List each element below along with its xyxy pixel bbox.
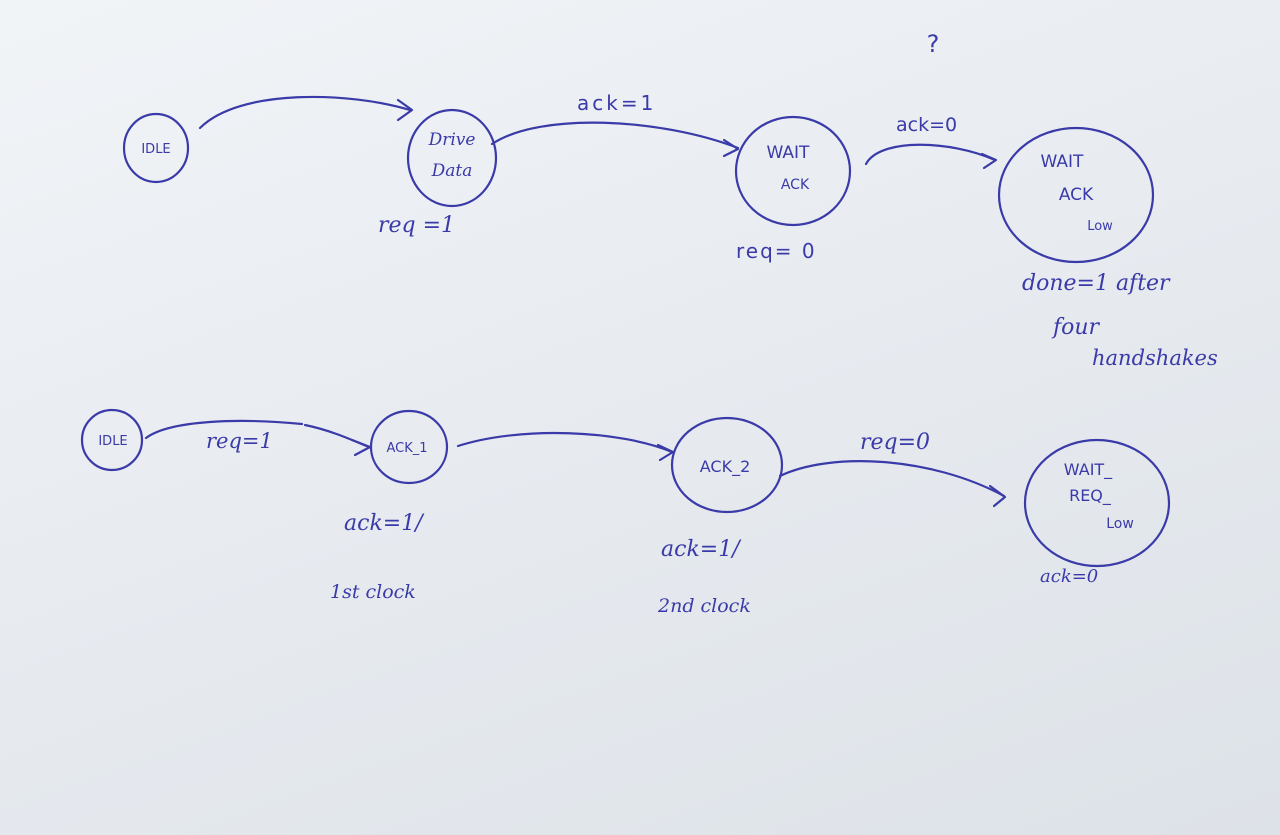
- state-idle-bottom: IDLE: [80, 408, 144, 472]
- arrowhead: [396, 98, 414, 122]
- transition-arrow: [778, 460, 1006, 498]
- state-circle: [369, 409, 449, 485]
- state-label-line1: WAIT: [767, 143, 811, 163]
- state-label: IDLE: [98, 434, 127, 449]
- transition-arrow: [490, 121, 740, 150]
- state-label-line1: WAIT: [1041, 152, 1085, 172]
- state-circle: [670, 416, 784, 514]
- state-circle: [80, 408, 144, 472]
- arrowhead: [656, 443, 675, 462]
- transition-req-1: req=1: [206, 429, 273, 453]
- state-circle: [997, 126, 1155, 264]
- state-idle-top: IDLE: [122, 112, 190, 184]
- arrowhead: [980, 152, 998, 170]
- state-label-line3: Low: [1087, 219, 1113, 234]
- arrowhead: [988, 484, 1007, 508]
- bottom-fsm: IDLE req=1 ACK_1 ack=1/ 1st clock ACK_2 …: [80, 408, 1171, 617]
- transition-arrow: [864, 143, 997, 166]
- state-wait-ack-low: WAIT ACK Low: [997, 126, 1155, 264]
- output-done-line2: four: [1051, 315, 1101, 340]
- state-circle: [406, 108, 498, 208]
- arrowhead: [722, 138, 740, 158]
- output-ack-2: ack=1/: [661, 537, 742, 562]
- transition-ack-1: ack=1: [577, 91, 656, 115]
- transition-arrow: [303, 423, 371, 449]
- top-fsm: IDLE Drive Data req =1 ack=1 WAIT ACK re…: [122, 30, 1218, 370]
- output-ack-1: ack=1/: [344, 511, 425, 536]
- state-label-line2: ACK: [1059, 185, 1094, 205]
- state-label-line2: ACK: [781, 177, 810, 193]
- output-req-1: req =1: [378, 213, 455, 238]
- transition-arrow: [456, 431, 674, 454]
- output-clock-2: 2nd clock: [657, 595, 751, 617]
- state-label: ACK_2: [700, 457, 751, 477]
- transition-arrow: [198, 95, 412, 130]
- transition-req-0: req=0: [860, 430, 930, 455]
- output-clock-1: 1st clock: [330, 581, 416, 603]
- output-ack-0: ack=0: [1040, 566, 1098, 587]
- state-circle: [122, 112, 190, 184]
- state-label-line3: Low: [1106, 516, 1134, 532]
- state-drive-data: Drive Data: [406, 108, 498, 208]
- state-label-line1: Drive: [428, 130, 476, 150]
- state-label-line2: REQ_: [1069, 486, 1112, 506]
- state-ack-1: ACK_1: [369, 409, 449, 485]
- question-mark: ?: [927, 30, 940, 58]
- state-circle: [734, 115, 852, 227]
- state-label: ACK_1: [386, 441, 427, 456]
- output-done-line1: done=1 after: [1022, 271, 1171, 296]
- state-circle: [1023, 438, 1171, 568]
- state-wait-ack: WAIT ACK: [734, 115, 852, 227]
- state-label: IDLE: [141, 142, 170, 157]
- output-req-0: req= 0: [736, 239, 817, 263]
- state-wait-req-low: WAIT_ REQ_ Low: [1023, 438, 1171, 568]
- transition-ack-0: ack=0: [896, 114, 957, 136]
- state-ack-2: ACK_2: [670, 416, 784, 514]
- output-done-line3: handshakes: [1092, 346, 1218, 370]
- state-label-line2: Data: [431, 161, 473, 181]
- transition-arrow: [144, 419, 304, 440]
- state-label-line1: WAIT_: [1064, 460, 1113, 480]
